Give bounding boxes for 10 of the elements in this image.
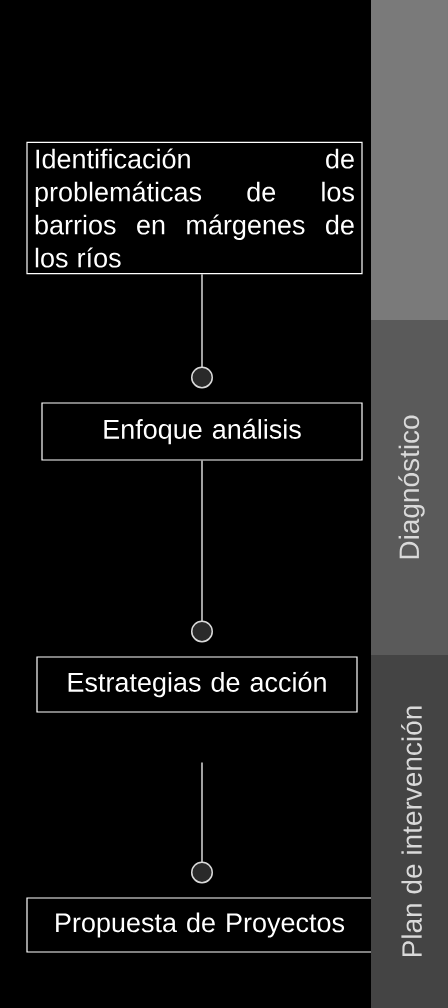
connector-line: [191, 459, 213, 643]
process-box: Estrategias de acción: [36, 656, 358, 713]
connector-line: [191, 761, 213, 884]
process-box: Enfoque análisis: [41, 402, 363, 461]
process-box: Identificación de problemáticas de los barrios en márgenes de los ríos: [26, 141, 363, 275]
stage-band: Diagnóstico: [371, 320, 448, 655]
stage-band: [371, 0, 448, 320]
connector-line: [191, 273, 213, 389]
stage-band: Plan de intervención: [371, 655, 448, 1008]
process-box: Propuesta de Proyectos: [26, 897, 373, 953]
